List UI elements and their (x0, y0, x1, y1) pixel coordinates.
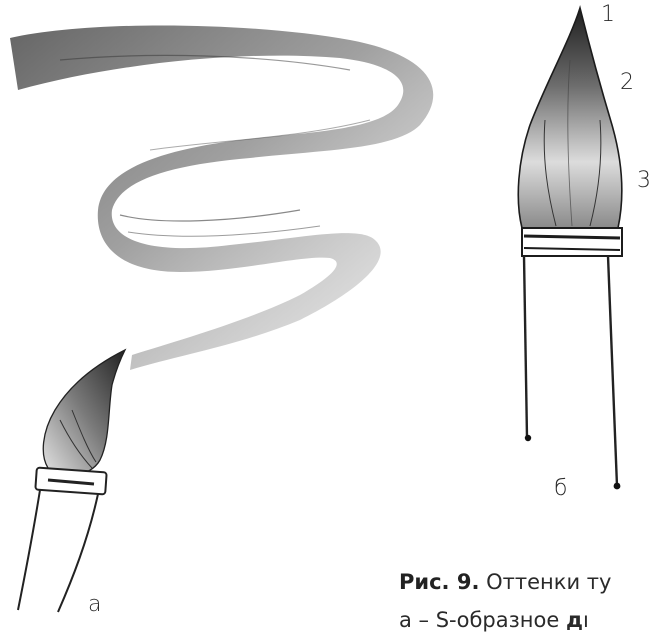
ink-brush-illustration (0, 0, 653, 625)
caption-line-2-end: ı (583, 608, 589, 632)
figure-caption: Рис. 9. Оттенки ту а – S-образное дı (399, 563, 653, 639)
large-brush (518, 8, 622, 489)
label-2: 2 (620, 72, 634, 94)
caption-line-2: а – S-образное дı (399, 601, 653, 639)
label-a: а (88, 594, 101, 616)
caption-line-2-bold: д (566, 608, 583, 632)
figure-number: Рис. 9. (399, 570, 479, 594)
small-brush (18, 350, 125, 612)
label-b: б (554, 478, 567, 500)
caption-line-1-text: Оттенки ту (486, 570, 611, 594)
label-3: 3 (637, 170, 651, 192)
label-1: 1 (601, 4, 615, 26)
caption-line-1: Рис. 9. Оттенки ту (399, 563, 653, 601)
s-shaped-ink-stroke (10, 25, 433, 370)
caption-line-2-text: а – S-образное (399, 608, 566, 632)
